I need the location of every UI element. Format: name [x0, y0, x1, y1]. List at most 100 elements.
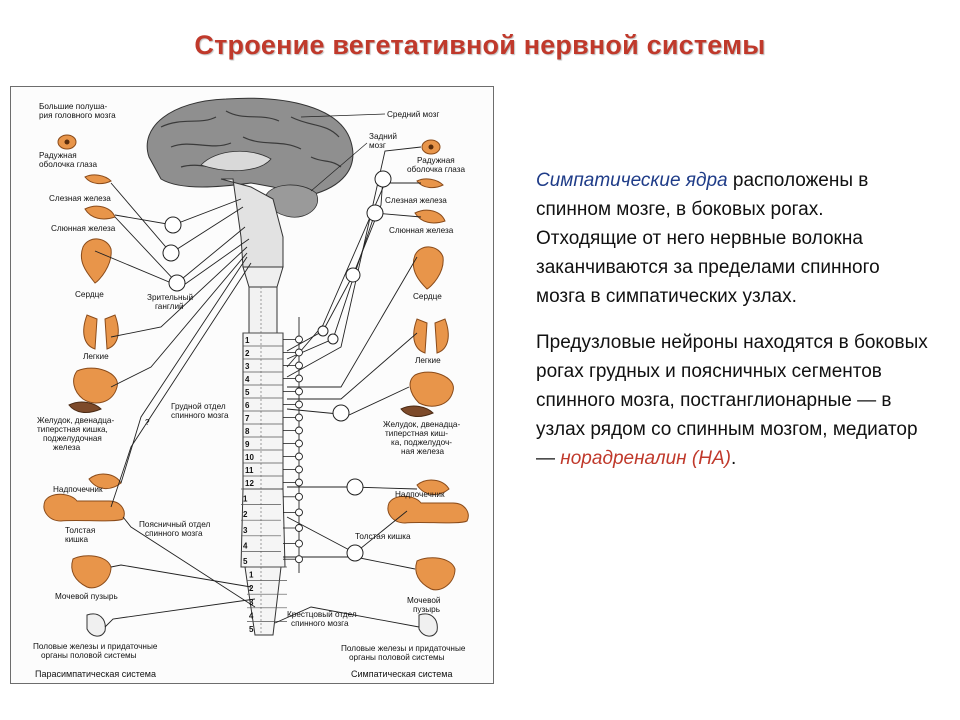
label-colon-2: кишка: [65, 535, 88, 544]
label-r-lacrimal: Слезная железа: [385, 196, 447, 205]
chain-ganglion: [295, 335, 303, 344]
spinal-cord: [240, 286, 287, 636]
label-r-iris-2: оболочка глаза: [407, 165, 466, 174]
segment-number-thoracic-5: 5: [245, 388, 250, 397]
label-iris-2: оболочка глаза: [39, 160, 98, 169]
segment-number-thoracic-7: 7: [245, 414, 250, 423]
segment-number-lumbar-1: 1: [243, 495, 248, 504]
label-lungs: Легкие: [83, 352, 109, 361]
chain-ganglion: [295, 555, 303, 564]
label-r-genitals-1: Половые железы и придаточные: [341, 644, 466, 653]
chain-ganglion: [295, 426, 303, 435]
chain-ganglion: [295, 452, 303, 461]
segment-number-thoracic-2: 2: [245, 349, 250, 358]
label-question: ?: [145, 418, 150, 427]
ganglion-optic: [168, 274, 186, 292]
segment-number-lumbar-3: 3: [243, 526, 248, 535]
chain-ganglion: [295, 508, 303, 517]
center-labels: Средний мозг Задний мозг Зрительный ганг…: [139, 110, 439, 628]
left-labels: Большие полуша- рия головного мозга Раду…: [33, 102, 158, 660]
label-r-iris-1: Радужная: [417, 156, 455, 165]
chain-ganglion: [295, 400, 303, 409]
slide-title: Строение вегетативной нервной системы: [194, 30, 766, 60]
label-thoracic-2: спинного мозга: [171, 411, 229, 420]
highlight-noradrenaline: норадреналин (НА): [560, 448, 731, 469]
label-thoracic-1: Грудной отдел: [171, 402, 226, 411]
label-r-bladder-1: Мочевой: [407, 596, 441, 605]
nerve-pathways: [94, 146, 422, 628]
paragraph-2-end: .: [730, 448, 737, 469]
label-stomach-2: типерстная кишка,: [37, 425, 108, 434]
highlight-sympathetic-nuclei: Симпатические ядра: [536, 170, 728, 191]
ganglion-superior-cervical: [374, 170, 392, 188]
label-stomach-4: железа: [53, 443, 81, 452]
brain-illustration: [146, 97, 354, 288]
label-r-salivary: Слюнная железа: [389, 226, 454, 235]
segment-number-lumbar-2: 2: [243, 510, 248, 519]
label-optic-ganglion-2: ганглий: [155, 302, 184, 311]
chain-ganglion: [295, 439, 303, 448]
chain-ganglion: [295, 374, 303, 383]
right-labels: Радужная оболочка глаза Слезная железа С…: [341, 156, 466, 662]
label-r-lungs: Легкие: [415, 356, 441, 365]
label-adrenal: Надпочечник: [53, 485, 103, 494]
ganglion-pterygopalatine: [162, 244, 180, 262]
chain-ganglion: [295, 361, 303, 370]
chain-ganglion: [295, 387, 303, 396]
label-hemispheres-2: рия головного мозга: [39, 111, 116, 120]
segment-number-thoracic-10: 10: [245, 453, 254, 462]
segment-number-thoracic-11: 11: [245, 466, 254, 475]
left-organs: [43, 134, 125, 637]
label-stomach-1: Желудок, двенадца-: [37, 416, 114, 425]
label-lumbar-2: спинного мозга: [145, 529, 203, 538]
label-r-colon: Толстая кишка: [355, 532, 411, 541]
description-text: Симпатические ядра расположены в спинном…: [536, 166, 928, 490]
segment-number-thoracic-3: 3: [245, 362, 250, 371]
label-lumbar-1: Поясничный отдел: [139, 520, 210, 529]
segment-number-thoracic-6: 6: [245, 401, 250, 410]
right-organs: [387, 139, 469, 637]
chain-ganglion: [295, 539, 303, 548]
label-midbrain: Средний мозг: [387, 110, 439, 119]
label-r-heart: Сердце: [413, 292, 442, 301]
chain-ganglion: [295, 413, 303, 422]
paragraph-sympathetic-nuclei: Симпатические ядра расположены в спинном…: [536, 166, 928, 311]
segment-number-thoracic-1: 1: [245, 336, 250, 345]
label-lacrimal: Слезная железа: [49, 194, 111, 203]
label-sympathetic-system: Симпатическая система: [351, 669, 453, 679]
label-r-stomach-3: ка, поджелудоч-: [391, 438, 452, 447]
paragraph-1-body: расположены в спинном мозге, в боковых р…: [536, 170, 880, 307]
chain-ganglion: [295, 524, 303, 532]
paragraph-2-body: Предузловые нейроны находятся в боковых …: [536, 332, 928, 469]
label-bladder: Мочевой пузырь: [55, 592, 118, 601]
segment-number-sacral-3: 3: [249, 598, 254, 607]
label-hemispheres-1: Большие полуша-: [39, 102, 108, 111]
segment-number-sacral-2: 2: [249, 584, 254, 593]
ganglion-inferior-mesenteric: [346, 544, 364, 562]
label-r-stomach-2: типерстная киш-: [385, 429, 448, 438]
ganglion-superior-mesenteric: [346, 478, 364, 496]
segment-number-sacral-5: 5: [249, 625, 254, 634]
ganglion-ciliary: [164, 216, 182, 234]
label-stomach-3: поджелудочная: [43, 434, 102, 443]
label-genitals-2: органы половой системы: [41, 651, 137, 660]
ganglion-celiac: [332, 404, 350, 422]
label-r-genitals-2: органы половой системы: [349, 653, 445, 662]
sympathetic-trunk: [283, 317, 303, 573]
segment-number-thoracic-9: 9: [245, 440, 250, 449]
ganglia: [162, 170, 392, 562]
ganglion-middle-cervical: [366, 204, 384, 222]
label-r-adrenal: Надпочечник: [395, 490, 445, 499]
segment-number-sacral-1: 1: [249, 571, 254, 580]
label-hindbrain-1: Задний: [369, 132, 397, 141]
segment-number-sacral-4: 4: [249, 611, 254, 620]
label-sacral-1: Крестцовый отдел: [287, 610, 357, 619]
ganglion-stellate: [345, 267, 361, 283]
label-r-stomach-4: ная железа: [401, 447, 444, 456]
label-heart: Сердце: [75, 290, 104, 299]
label-genitals-1: Половые железы и придаточные: [33, 642, 158, 651]
segment-number-thoracic-4: 4: [245, 375, 250, 384]
